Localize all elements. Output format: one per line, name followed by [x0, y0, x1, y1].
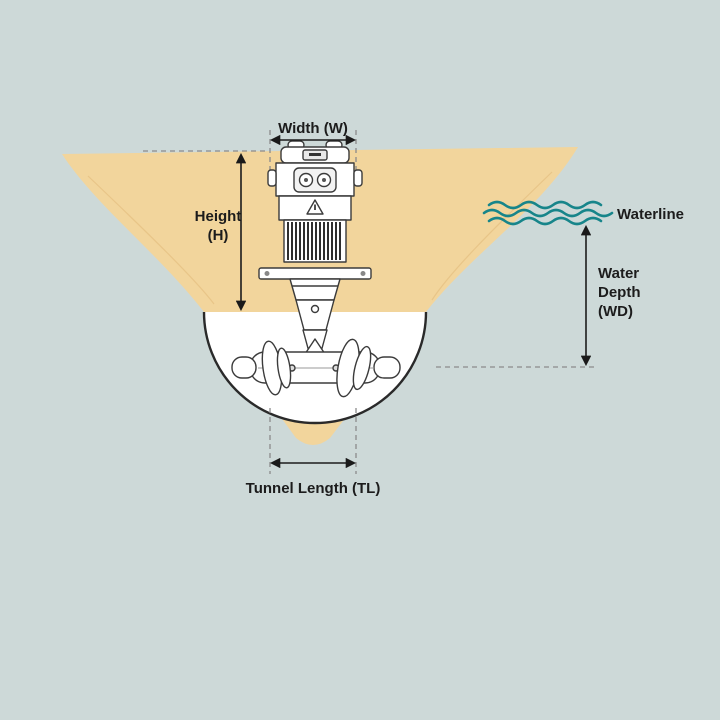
waterline-label: Waterline — [617, 206, 684, 223]
motor-lug-right — [353, 169, 363, 187]
tunnel-length-label: Tunnel Length (TL) — [245, 480, 381, 497]
gear-neck-upper — [289, 278, 341, 301]
hull-chine-line-left — [87, 175, 215, 305]
hull-chine-line-right — [431, 171, 553, 301]
waterline-waves — [482, 200, 614, 226]
housing-end-cap-right — [373, 356, 401, 379]
propeller-blade — [276, 347, 292, 389]
width-label: Width (W) — [278, 120, 348, 137]
height-label: Height (H) — [194, 208, 242, 245]
thruster-unit — [231, 140, 401, 398]
housing-end-cap-left — [231, 356, 257, 379]
mounting-flange — [258, 267, 372, 280]
water-depth-label: Water Depth (WD) — [598, 265, 641, 321]
motor-lug-left — [267, 169, 277, 187]
propeller-blade — [352, 345, 372, 391]
